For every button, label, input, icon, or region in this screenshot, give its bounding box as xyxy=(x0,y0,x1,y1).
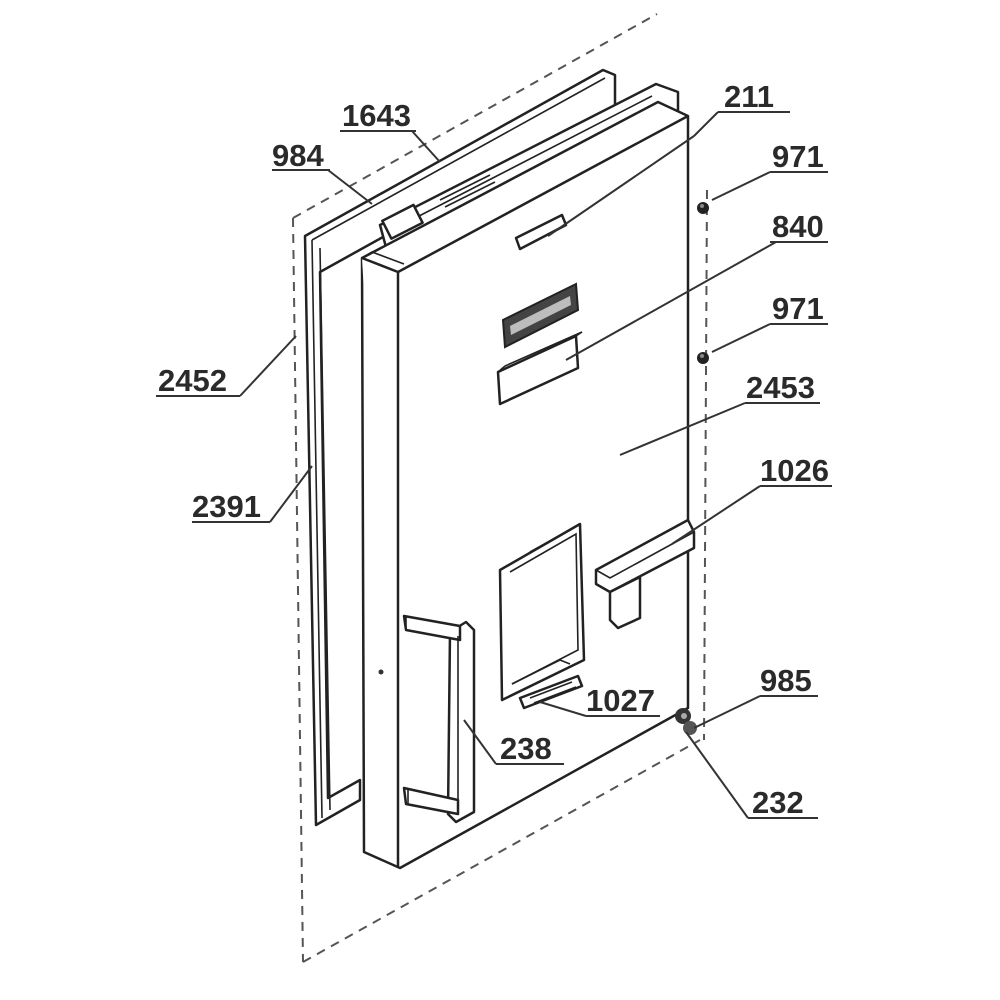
label-238: 238 xyxy=(500,731,552,766)
label-211: 211 xyxy=(724,79,774,114)
label-232: 232 xyxy=(752,785,804,820)
label-971-lower: 971 xyxy=(772,291,824,326)
label-2452: 2452 xyxy=(158,363,227,398)
label-984: 984 xyxy=(272,138,324,173)
label-1643: 1643 xyxy=(342,98,411,133)
label-1027: 1027 xyxy=(586,683,655,718)
dispenser-recess xyxy=(498,522,586,702)
control-panel xyxy=(496,282,583,406)
hinge-pin-lower xyxy=(697,352,709,364)
label-985: 985 xyxy=(760,663,812,698)
hinge-bushing xyxy=(675,708,697,735)
label-underlines xyxy=(156,111,832,819)
label-971-upper: 971 xyxy=(772,139,824,174)
door-handle xyxy=(402,614,476,824)
door-gasket xyxy=(303,68,617,827)
label-plate xyxy=(514,213,568,251)
hinge-pin-upper xyxy=(697,202,709,214)
label-2391: 2391 xyxy=(192,489,261,524)
label-1026: 1026 xyxy=(760,453,829,488)
label-840: 840 xyxy=(772,209,824,244)
label-2453: 2453 xyxy=(746,370,815,405)
drip-tray xyxy=(518,674,584,710)
mounting-outline xyxy=(292,13,708,963)
leader-lines xyxy=(239,111,777,819)
door-panel xyxy=(360,100,690,870)
dispenser-lever xyxy=(594,518,696,630)
